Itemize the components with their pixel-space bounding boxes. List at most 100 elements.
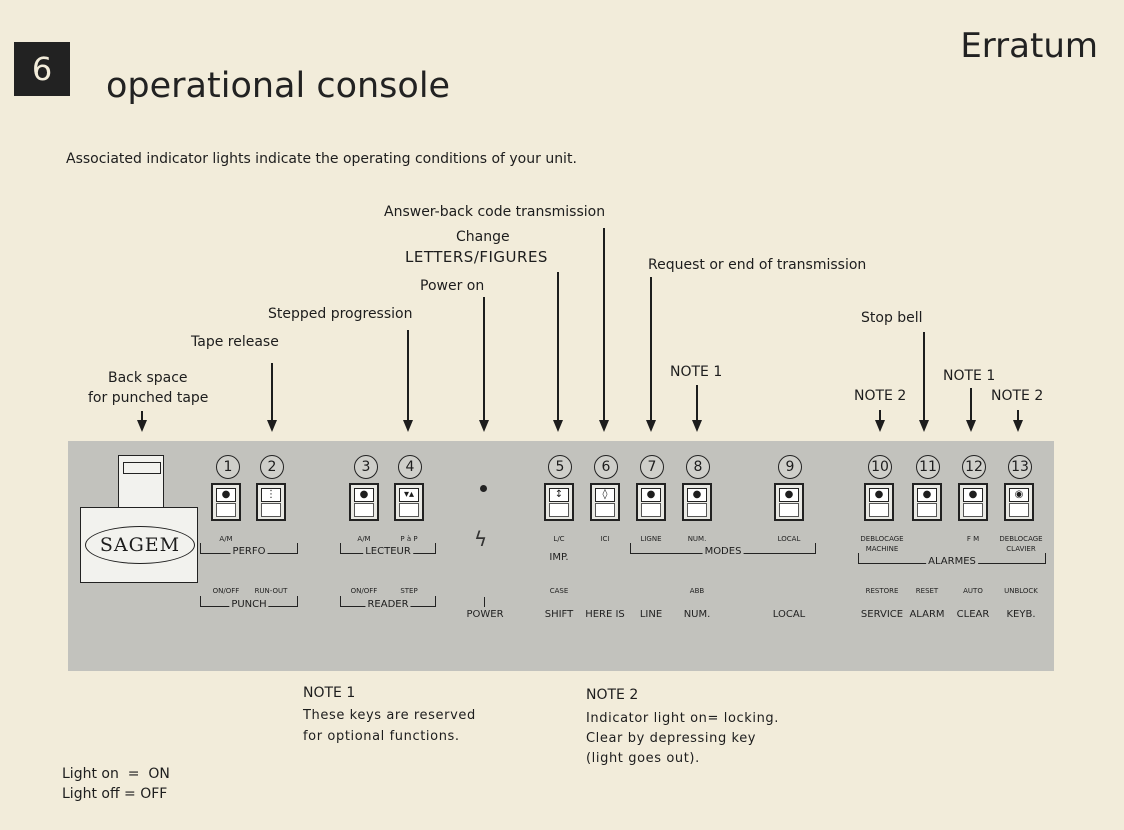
group-lecteur: LECTEUR (340, 543, 436, 557)
key-12[interactable]: ● (958, 483, 988, 521)
key-8-en-small-label: ABB (689, 587, 705, 595)
indicator-light-icon: ● (869, 488, 889, 502)
arrowhead (692, 420, 702, 432)
callout-back-space: Back space (108, 370, 188, 386)
key-3-en-label: ON/OFF (350, 587, 378, 595)
key-10-en-label: SERVICE (860, 609, 904, 620)
arrowhead (267, 420, 277, 432)
step-arrows-icon: ▾▴ (399, 488, 419, 502)
power-label: POWER (466, 609, 504, 620)
key-4-en-label: STEP (400, 587, 418, 595)
key-number-13: 13 (1008, 455, 1032, 479)
indicator-light-icon: ● (216, 488, 236, 502)
key-9[interactable]: ● (774, 483, 804, 521)
key-8-en-label: NUM. (683, 609, 711, 620)
key-number-9: 9 (778, 455, 802, 479)
key-3[interactable]: ● (349, 483, 379, 521)
logo-plate: SAGEM (80, 507, 198, 583)
erratum-label: Erratum (960, 26, 1098, 66)
arrow-line (970, 388, 972, 421)
callout-letters-figures: LETTERS/FIGURES (405, 248, 548, 266)
indicator-light-icon: ● (779, 488, 799, 502)
key-10-en-small-label: RESTORE (865, 587, 899, 595)
callout-request-end: Request or end of transmission (648, 257, 867, 273)
key-5-fr2-label: IMP. (549, 552, 569, 563)
console-panel: SAGEM 1 ● A/M ON/OFF 2 ⋮ RUN-OUT PERFO P… (68, 441, 1054, 671)
indicator-light-icon: ● (963, 488, 983, 502)
key-8[interactable]: ● (682, 483, 712, 521)
key-number-4: 4 (398, 455, 422, 479)
power-indicator-icon (480, 485, 487, 492)
arrow-line (650, 277, 652, 421)
key-12-en-label: CLEAR (956, 609, 990, 620)
key-6-fr-label: ICI (600, 535, 610, 543)
callout-answer-back: Answer-back code transmission (384, 204, 606, 220)
power-tick (484, 597, 485, 607)
key-5-fr-label: L/C (553, 535, 565, 543)
key-number-12: 12 (962, 455, 986, 479)
key-6[interactable]: ◊ (590, 483, 620, 521)
callout-stepped: Stepped progression (268, 306, 413, 322)
arrowhead (553, 420, 563, 432)
intro-text: Associated indicator lights indicate the… (66, 151, 577, 167)
group-perfo: PERFO (200, 543, 298, 557)
key-4-fr-label: P à P (400, 535, 418, 543)
key-2-en-label: RUN-OUT (254, 587, 288, 595)
legend-light-off: Light off = OFF (62, 786, 168, 802)
note1-line1: These keys are reserved (303, 708, 476, 723)
key-10-fr-label: DEBLOCAGE (860, 535, 904, 543)
key-9-en-label: LOCAL (772, 609, 806, 620)
arrow-line (141, 411, 143, 421)
tape-slot[interactable] (118, 455, 164, 509)
shift-arrows-icon: ↕ (549, 488, 569, 502)
key-number-6: 6 (594, 455, 618, 479)
key-4[interactable]: ▾▴ (394, 483, 424, 521)
arrowhead (646, 420, 656, 432)
key-number-8: 8 (686, 455, 710, 479)
callout-change: Change (456, 229, 510, 245)
key-13-fr2-label: CLAVIER (1006, 545, 1036, 553)
key-10-fr2-label: MACHINE (865, 545, 899, 553)
key-10[interactable]: ● (864, 483, 894, 521)
key-3-fr-label: A/M (357, 535, 371, 543)
key-number-11: 11 (916, 455, 940, 479)
key-6-en-label: HERE IS (585, 609, 625, 620)
key-7-fr-label: LIGNE (640, 535, 662, 543)
arrow-line (923, 332, 925, 421)
key-13-fr-label: DEBLOCAGE (999, 535, 1043, 543)
key-5-en-label: SHIFT (544, 609, 574, 620)
indicator-light-icon: ● (687, 488, 707, 502)
key-number-7: 7 (640, 455, 664, 479)
note1-title: NOTE 1 (303, 685, 356, 701)
group-modes: MODES (630, 543, 816, 557)
key-13-en-label: KEYB. (1006, 609, 1036, 620)
section-number: 6 (14, 42, 70, 96)
key-13[interactable]: ◉ (1004, 483, 1034, 521)
key-number-10: 10 (868, 455, 892, 479)
note1-line2: for optional functions. (303, 729, 460, 744)
callout-note1-b: NOTE 1 (943, 368, 996, 384)
key-1[interactable]: ● (211, 483, 241, 521)
key-13-en-small-label: UNBLOCK (1004, 587, 1038, 595)
key-2[interactable]: ⋮ (256, 483, 286, 521)
note2-line3: (light goes out). (586, 751, 700, 766)
indicator-light-icon: ◉ (1009, 488, 1029, 502)
key-5[interactable]: ↕ (544, 483, 574, 521)
page-title: operational console (106, 66, 451, 106)
arrow-line (271, 363, 273, 421)
key-7[interactable]: ● (636, 483, 666, 521)
key-7-en-label: LINE (639, 609, 663, 620)
indicator-light-icon: ● (641, 488, 661, 502)
key-11[interactable]: ● (912, 483, 942, 521)
key-8-fr-label: NUM. (687, 535, 707, 543)
arrowhead (137, 420, 147, 432)
key-1-en-label: ON/OFF (212, 587, 240, 595)
callout-power-on: Power on (420, 278, 485, 294)
callout-note1-a: NOTE 1 (670, 364, 723, 380)
arrowhead (1013, 420, 1023, 432)
key-number-5: 5 (548, 455, 572, 479)
tape-release-icon: ⋮ (261, 488, 281, 502)
arrow-line (483, 297, 485, 421)
tape-guide (123, 462, 161, 474)
arrowhead (966, 420, 976, 432)
